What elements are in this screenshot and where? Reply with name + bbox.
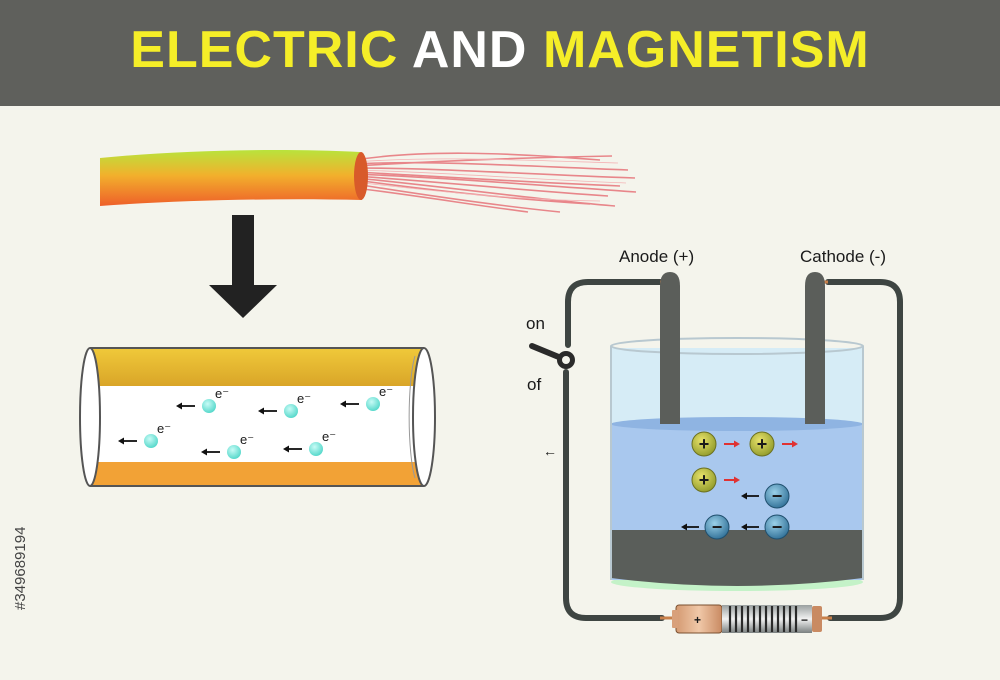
electron: e⁻: [176, 386, 229, 413]
battery-plus-label: +: [694, 613, 701, 627]
anion-sign: −: [712, 517, 723, 537]
conductor-tube: [79, 347, 436, 487]
electron: e⁻: [283, 429, 336, 456]
down-arrow-icon: [209, 215, 277, 318]
title-part-electric: ELECTRIC: [130, 21, 399, 79]
electron-label: e⁻: [215, 386, 229, 401]
anion: −: [681, 514, 730, 540]
circuit-wire: [563, 279, 903, 621]
cathode-label: Cathode (-): [800, 247, 886, 266]
electrons: e⁻ e⁻ e⁻ e⁻ e⁻ e⁻: [118, 384, 393, 459]
electron-label: e⁻: [240, 432, 254, 447]
title-bar: ELECTRIC AND MAGNETISM: [0, 0, 1000, 106]
anion: −: [741, 483, 790, 509]
battery-icon: + −: [672, 604, 822, 634]
anion-sign: −: [772, 486, 783, 506]
electron-label: e⁻: [379, 384, 393, 399]
wire-jacket-end: [354, 152, 368, 200]
copper-wire: [100, 150, 637, 213]
cathode-electrode: [805, 272, 825, 424]
cation-sign: +: [699, 434, 710, 454]
cations: + + +: [691, 431, 798, 493]
switch-icon[interactable]: [529, 343, 575, 369]
anion-sign: −: [772, 517, 783, 537]
cation: +: [691, 467, 740, 493]
current-arrow-icon: ←: [543, 443, 557, 459]
cation-sign: +: [757, 434, 768, 454]
electron: e⁻: [340, 384, 393, 411]
battery-minus-label: −: [801, 613, 808, 627]
beaker: [610, 337, 864, 591]
anode-electrode: [660, 272, 680, 424]
wire-jacket: [100, 150, 362, 206]
anion: −: [741, 514, 790, 540]
cation: +: [691, 431, 740, 457]
title-part-and: AND: [411, 21, 528, 79]
anode-label: Anode (+): [619, 247, 694, 266]
cation-sign: +: [699, 470, 710, 490]
electron: e⁻: [118, 421, 171, 448]
electron: e⁻: [201, 432, 254, 459]
switch-on-label: on: [526, 314, 545, 333]
electron-label: e⁻: [157, 421, 171, 436]
title-part-magnetism: MAGNETISM: [542, 21, 870, 79]
electron-label: e⁻: [297, 391, 311, 406]
electron-label: e⁻: [322, 429, 336, 444]
switch-off-label: of: [527, 375, 541, 394]
electron: e⁻: [258, 391, 311, 418]
watermark-id: #349689194: [12, 526, 29, 610]
cation: +: [749, 431, 798, 457]
anions: − − −: [681, 483, 790, 540]
page-title: ELECTRIC AND MAGNETISM: [0, 20, 1000, 80]
